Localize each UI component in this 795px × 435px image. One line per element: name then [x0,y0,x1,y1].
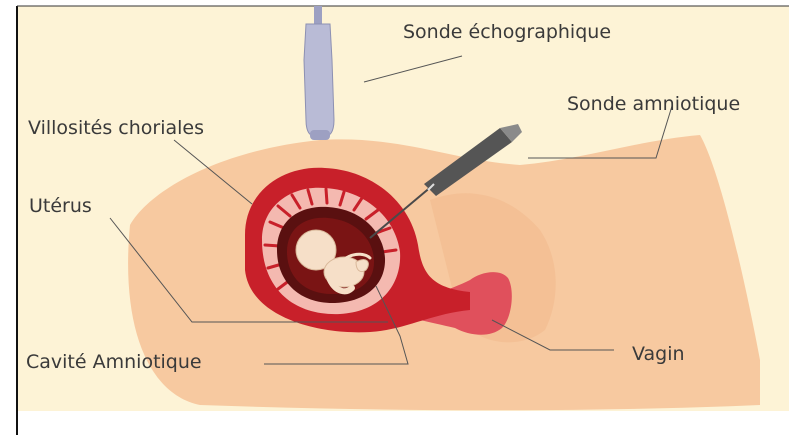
ultrasound-probe [304,6,334,140]
label-vagin: Vagin [632,343,685,365]
label-cavite-amniotique: Cavité Amniotique [26,351,202,373]
label-uterus: Utérus [29,195,92,217]
label-sonde-amniotique: Sonde amniotique [567,93,740,115]
label-sonde-echographique: Sonde échographique [403,21,611,43]
label-villosites-choriales: Villosités choriales [28,117,204,139]
